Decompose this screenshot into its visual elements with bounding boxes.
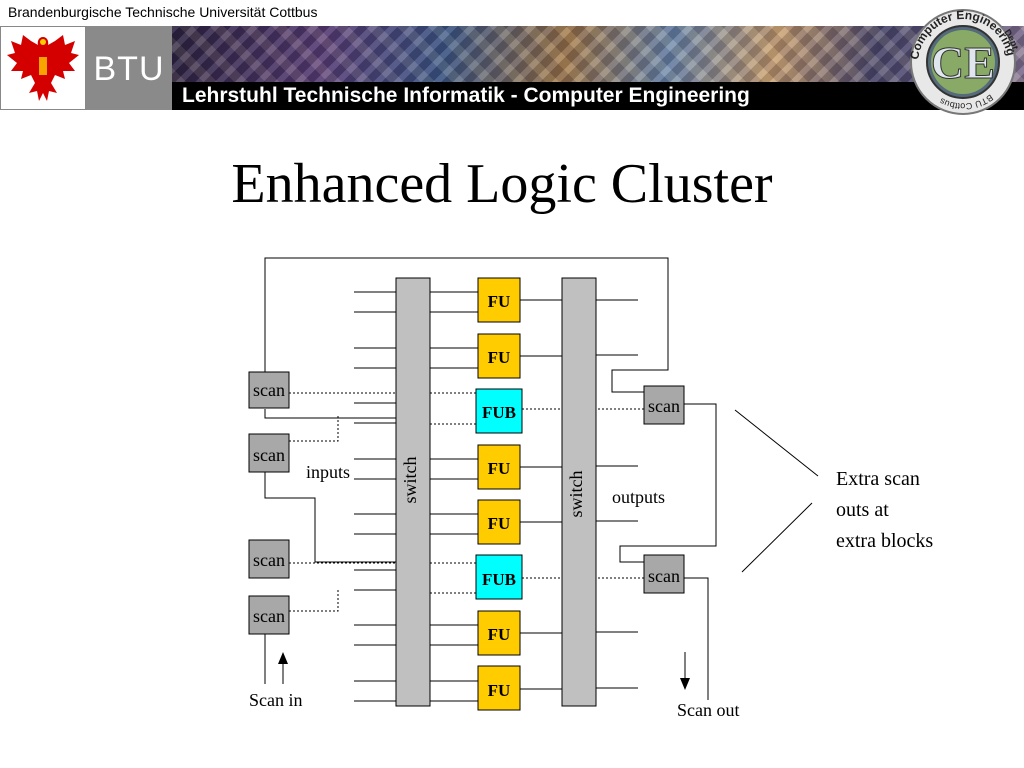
slide-title: Enhanced Logic Cluster xyxy=(231,153,773,215)
scan-chain-wires xyxy=(264,257,717,700)
logo-letters: CE xyxy=(931,37,995,88)
input-lines xyxy=(354,291,396,702)
scan-cell-label: scan xyxy=(253,550,285,570)
right-switch-label: switch xyxy=(566,471,586,518)
left-scan-cells: scan scan scan scan xyxy=(248,371,290,635)
fu-block xyxy=(477,610,521,656)
chair-title: Lehrstuhl Technische Informatik - Comput… xyxy=(182,84,750,107)
functional-blocks: FU FU FUB FU FU FUB FU FU xyxy=(475,277,523,711)
scan-in-label: Scan in xyxy=(249,690,303,710)
scan-cell-label: scan xyxy=(253,445,285,465)
btu-logo: BTU xyxy=(86,26,172,110)
fu-block-label: FU xyxy=(488,625,511,644)
scan-in-arrow-icon xyxy=(278,652,288,664)
right-scan-cells: scan scan xyxy=(643,385,685,594)
scan-cell xyxy=(248,371,290,409)
scan-cell xyxy=(248,433,290,473)
eagle-icon xyxy=(7,35,79,101)
output-lines xyxy=(596,299,638,689)
fu-block-label: FU xyxy=(488,514,511,533)
btu-logo-text: BTU xyxy=(93,50,165,88)
brandenburg-eagle-crest xyxy=(0,26,86,110)
scan-cell xyxy=(248,595,290,635)
scan-cell xyxy=(248,539,290,579)
block-to-switch-lines xyxy=(520,299,562,690)
chair-banner: Lehrstuhl Technische Informatik - Comput… xyxy=(172,26,1024,110)
scan-cell xyxy=(643,554,685,594)
note-pointer-lower xyxy=(741,502,813,573)
fu-block-label: FU xyxy=(488,459,511,478)
switch-to-block-lines xyxy=(430,291,478,702)
left-switch-label: switch xyxy=(400,457,420,504)
note-line: Extra scan xyxy=(836,468,920,490)
computer-engineering-logo: Computer Engineering Dept. BTU Cottbus C… xyxy=(907,8,1021,115)
fub-block-label: FUB xyxy=(482,403,516,422)
fu-block xyxy=(477,444,521,490)
fu-block xyxy=(477,277,521,323)
scan-out-label: Scan out xyxy=(677,700,740,720)
fu-block xyxy=(477,499,521,545)
fu-block xyxy=(477,665,521,711)
note-line: extra blocks xyxy=(836,530,933,552)
note-pointer-upper xyxy=(734,409,819,477)
fu-block xyxy=(477,333,521,379)
scan-cell-label: scan xyxy=(253,606,285,626)
fub-block xyxy=(475,554,523,600)
fu-block-label: FU xyxy=(488,348,511,367)
note-line: outs at xyxy=(836,499,889,521)
fu-block-label: FU xyxy=(488,681,511,700)
outputs-label: outputs xyxy=(612,487,665,507)
scan-cell-label: scan xyxy=(253,380,285,400)
fub-block xyxy=(475,388,523,434)
university-name: Brandenburgische Technische Universität … xyxy=(8,4,318,20)
scan-out-arrow-icon xyxy=(680,678,690,690)
header-banner: BTU Lehrstuhl Technische Informatik - Co… xyxy=(0,8,1024,115)
right-switch xyxy=(561,277,597,707)
inputs-label: inputs xyxy=(306,462,350,482)
extra-scan-note: Extra scan outs at extra blocks xyxy=(836,468,933,552)
scan-cell-label: scan xyxy=(648,566,680,586)
fub-block-label: FUB xyxy=(482,570,516,589)
fu-block-label: FU xyxy=(488,292,511,311)
scan-cell-label: scan xyxy=(648,396,680,416)
scan-cell xyxy=(643,385,685,425)
left-switch xyxy=(395,277,431,707)
